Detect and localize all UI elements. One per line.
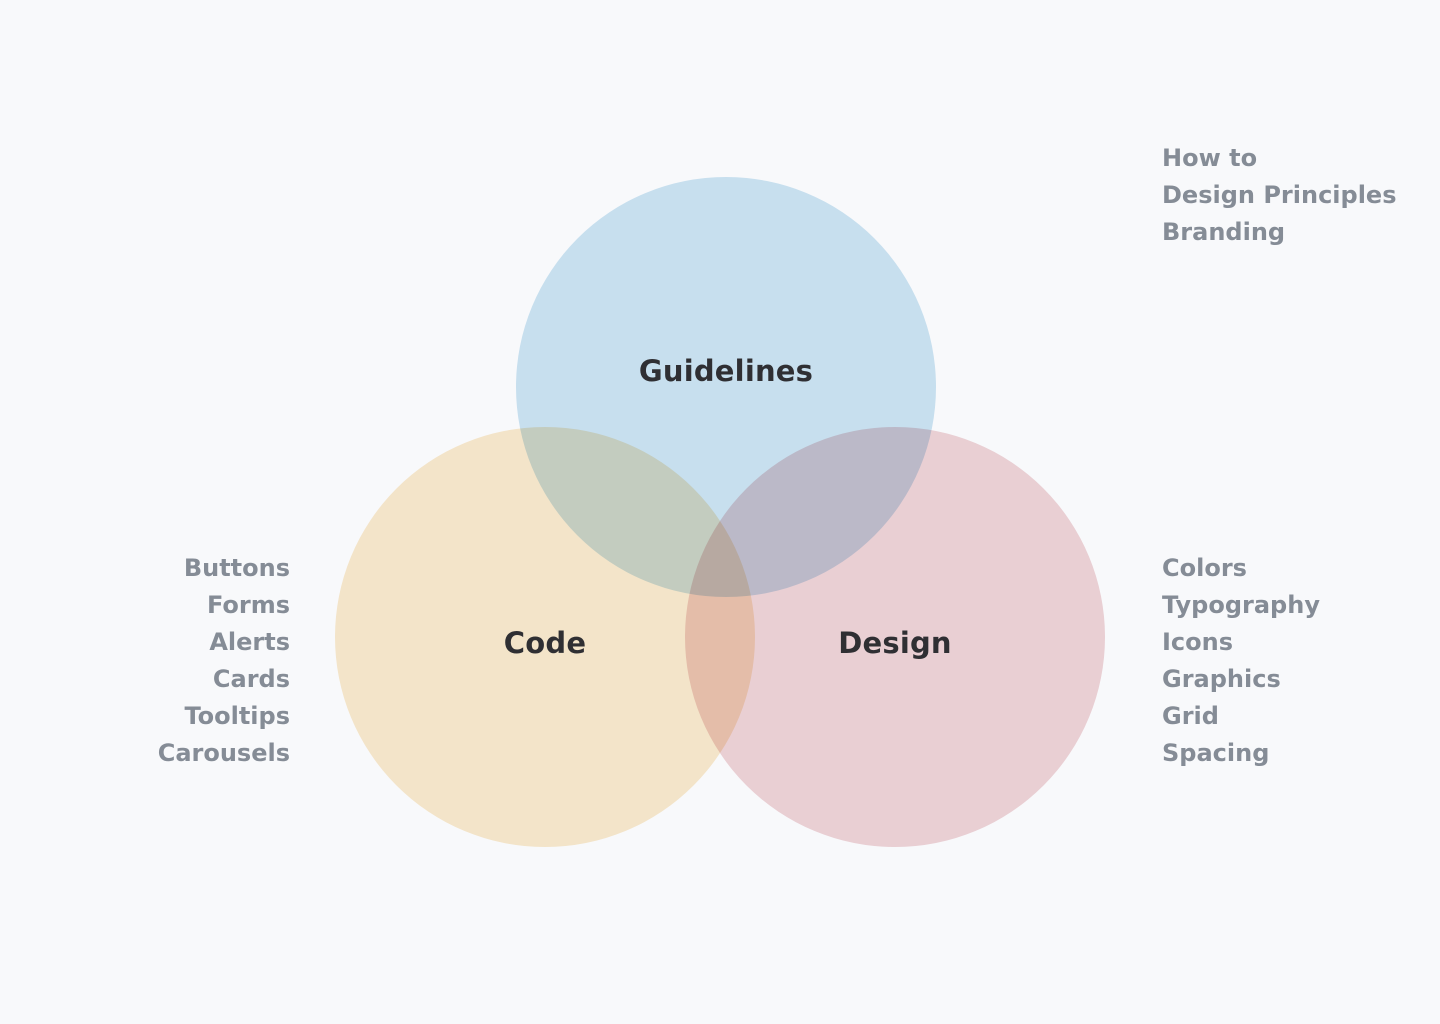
list-item: Carousels (157, 739, 290, 767)
list-item: Design Principles (1162, 181, 1397, 209)
design-circle (685, 427, 1105, 847)
list-item: Alerts (209, 628, 290, 656)
code-label: Code (503, 626, 587, 660)
list-item: Graphics (1162, 665, 1281, 693)
list-item: Typography (1162, 591, 1320, 619)
list-item: Spacing (1162, 739, 1270, 767)
list-item: Icons (1162, 628, 1234, 656)
list-item: Colors (1162, 554, 1247, 582)
list-item: Forms (206, 591, 290, 619)
list-item: Cards (212, 665, 290, 693)
list-item: Branding (1162, 218, 1286, 246)
list-item: Grid (1162, 702, 1219, 730)
list-item: How to (1162, 144, 1258, 172)
list-item: Buttons (183, 554, 290, 582)
design-label: Design (838, 626, 952, 660)
list-item: Tooltips (184, 702, 290, 730)
guidelines-label: Guidelines (638, 354, 814, 388)
